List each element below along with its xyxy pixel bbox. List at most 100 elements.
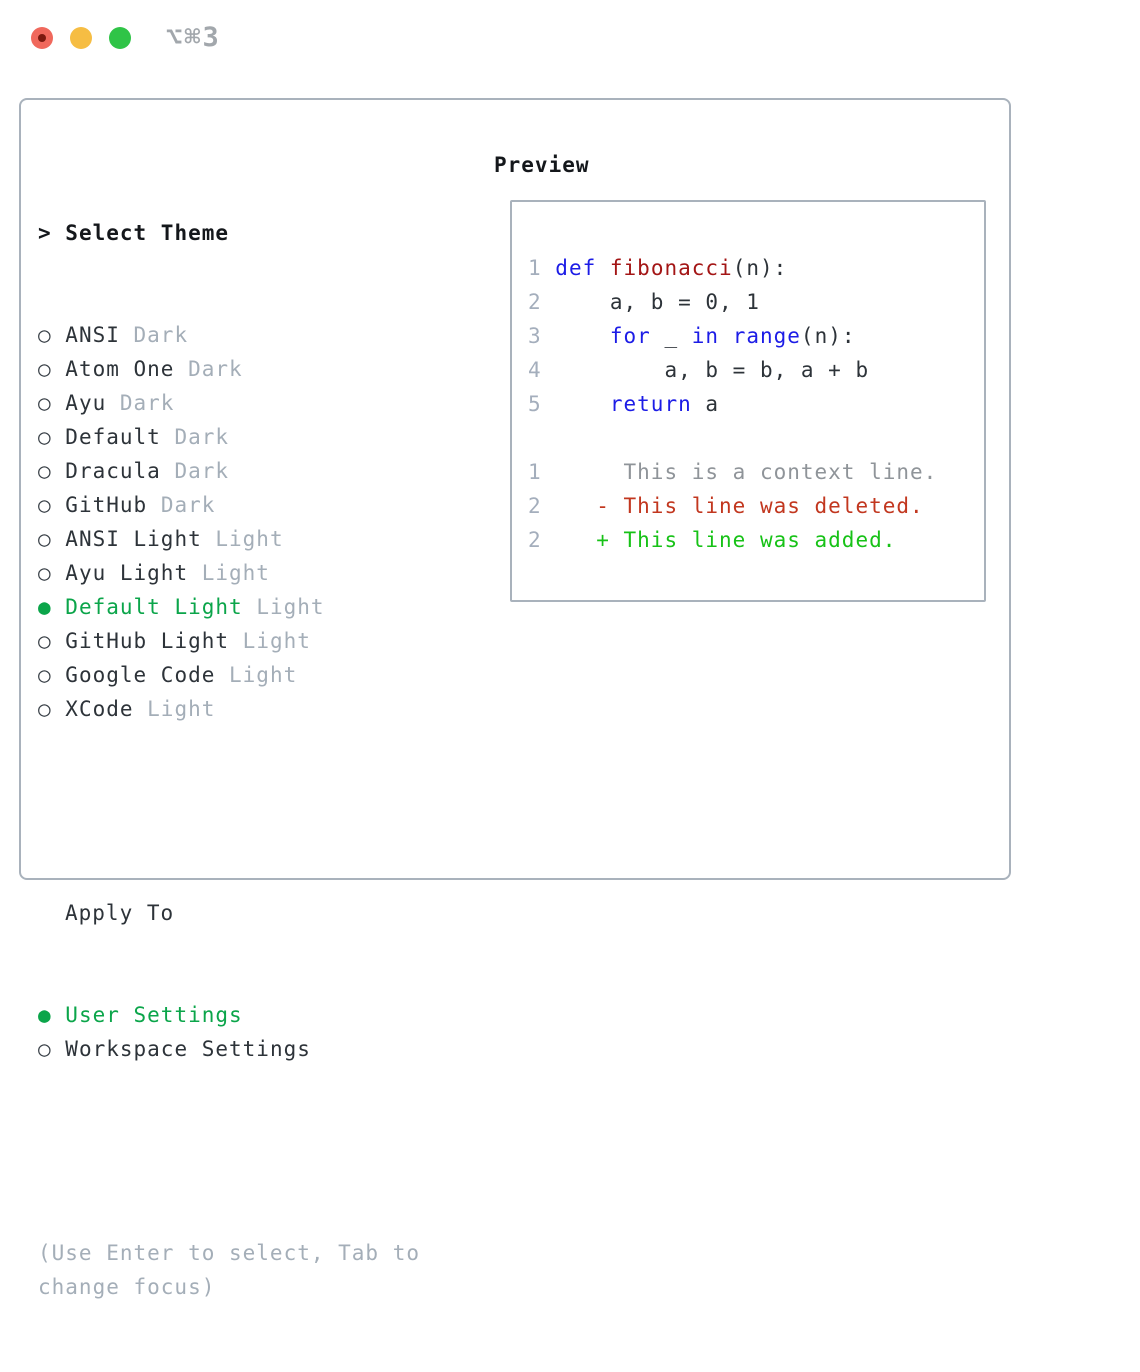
theme-option-dracula[interactable]: ○ Dracula Dark bbox=[38, 454, 420, 488]
theme-variant-tag: Light bbox=[215, 527, 284, 551]
code-line: 2 + This line was added. bbox=[528, 523, 937, 557]
theme-name: Default Light bbox=[65, 595, 257, 619]
radio-icon: ○ bbox=[38, 323, 66, 347]
theme-variant-tag: Dark bbox=[133, 323, 189, 347]
code-line: 5 return a bbox=[528, 387, 937, 421]
zoom-button[interactable] bbox=[109, 27, 131, 49]
theme-option-xcode[interactable]: ○ XCode Light bbox=[38, 692, 420, 726]
theme-option-ayu[interactable]: ○ Ayu Dark bbox=[38, 386, 420, 420]
theme-variant-tag: Dark bbox=[188, 357, 243, 381]
radio-icon: ○ bbox=[38, 357, 66, 381]
theme-name: XCode bbox=[65, 697, 148, 721]
code-token-txt: (n): bbox=[732, 256, 788, 280]
line-number: 4 bbox=[528, 358, 556, 382]
theme-name: GitHub bbox=[65, 493, 161, 517]
theme-option-github[interactable]: ○ GitHub Dark bbox=[38, 488, 420, 522]
code-token-txt: a bbox=[691, 392, 720, 416]
code-token-add: + This line was added. bbox=[555, 528, 897, 552]
radio-icon: ○ bbox=[38, 493, 66, 517]
radio-icon: ○ bbox=[38, 663, 66, 687]
apply-option-user-settings[interactable]: ● User Settings bbox=[38, 998, 420, 1032]
theme-variant-tag: Light bbox=[242, 629, 311, 653]
hint-line: (Use Enter to select, Tab to bbox=[38, 1241, 421, 1265]
code-line: 1 This is a context line. bbox=[528, 455, 937, 489]
code-token-ctx: This is a context line. bbox=[555, 460, 938, 484]
minimize-button[interactable] bbox=[70, 27, 92, 49]
theme-variant-tag: Light bbox=[201, 561, 270, 585]
hint-line: change focus) bbox=[38, 1275, 216, 1299]
radio-icon: ○ bbox=[38, 425, 66, 449]
apply-option-label: Workspace Settings bbox=[65, 1037, 311, 1061]
apply-option-label: User Settings bbox=[65, 1003, 243, 1027]
radio-icon: ○ bbox=[38, 629, 66, 653]
theme-option-google-code[interactable]: ○ Google Code Light bbox=[38, 658, 420, 692]
code-line: 3 for _ in range(n): bbox=[528, 319, 937, 353]
theme-name: Atom One bbox=[65, 357, 189, 381]
theme-variant-tag: Dark bbox=[174, 425, 230, 449]
code-token-kw: in bbox=[691, 324, 720, 348]
window-title: ⌥⌘3 bbox=[166, 22, 221, 53]
apply-to-header: Apply To bbox=[38, 896, 420, 930]
close-button[interactable] bbox=[31, 27, 53, 49]
theme-option-default[interactable]: ○ Default Dark bbox=[38, 420, 420, 454]
line-number: 2 bbox=[528, 494, 556, 518]
theme-option-ansi-light[interactable]: ○ ANSI Light Light bbox=[38, 522, 420, 556]
apply-option-workspace-settings[interactable]: ○ Workspace Settings bbox=[38, 1032, 420, 1066]
spacer bbox=[38, 794, 420, 828]
focus-caret-icon: > bbox=[38, 221, 66, 245]
select-theme-header: > Select Theme bbox=[38, 216, 420, 250]
line-number: 2 bbox=[528, 290, 556, 314]
select-theme-title: Select Theme bbox=[65, 221, 230, 245]
radio-icon: ○ bbox=[38, 527, 66, 551]
window-titlebar: ⌥⌘3 bbox=[0, 0, 1140, 76]
theme-list: ○ ANSI Dark○ Atom One Dark○ Ayu Dark○ De… bbox=[38, 318, 420, 726]
theme-variant-tag: Light bbox=[147, 697, 216, 721]
code-token-txt: a, b = 0, 1 bbox=[555, 290, 760, 314]
apply-to-list: ● User Settings○ Workspace Settings bbox=[38, 998, 420, 1066]
code-line bbox=[528, 421, 937, 455]
theme-name: Google Code bbox=[65, 663, 230, 687]
theme-variant-tag: Light bbox=[229, 663, 298, 687]
code-token-txt: (n): bbox=[800, 324, 856, 348]
theme-name: ANSI bbox=[65, 323, 134, 347]
theme-name: Dracula bbox=[65, 459, 175, 483]
code-token-del: - This line was deleted. bbox=[555, 494, 924, 518]
line-number: 2 bbox=[528, 528, 556, 552]
spacer bbox=[38, 1134, 420, 1168]
apply-to-title: Apply To bbox=[65, 901, 175, 925]
left-column: > Select Theme ○ ANSI Dark○ Atom One Dar… bbox=[38, 148, 420, 1372]
theme-name: GitHub Light bbox=[65, 629, 243, 653]
code-token-kw: range bbox=[732, 324, 801, 348]
radio-icon: ○ bbox=[38, 459, 66, 483]
code-token-fn: fibonacci bbox=[609, 256, 733, 280]
line-number: 1 bbox=[528, 256, 556, 280]
theme-name: Default bbox=[65, 425, 175, 449]
theme-option-github-light[interactable]: ○ GitHub Light Light bbox=[38, 624, 420, 658]
code-line: 2 a, b = 0, 1 bbox=[528, 285, 937, 319]
preview-title: Preview bbox=[494, 153, 590, 177]
radio-selected-icon: ● bbox=[38, 595, 66, 619]
theme-option-ansi[interactable]: ○ ANSI Dark bbox=[38, 318, 420, 352]
radio-icon: ○ bbox=[38, 1037, 66, 1061]
theme-variant-tag: Dark bbox=[160, 493, 216, 517]
line-number: 5 bbox=[528, 392, 556, 416]
keyboard-hint: (Use Enter to select, Tab to change focus… bbox=[38, 1236, 420, 1304]
radio-icon: ○ bbox=[38, 561, 66, 585]
code-token-txt bbox=[555, 392, 610, 416]
theme-name: Ayu Light bbox=[65, 561, 202, 585]
code-token-kw: return bbox=[609, 392, 692, 416]
theme-option-ayu-light[interactable]: ○ Ayu Light Light bbox=[38, 556, 420, 590]
code-line: 2 - This line was deleted. bbox=[528, 489, 937, 523]
theme-variant-tag: Dark bbox=[119, 391, 175, 415]
code-token-txt bbox=[555, 324, 610, 348]
theme-variant-tag: Light bbox=[256, 595, 325, 619]
radio-selected-icon: ● bbox=[38, 1003, 66, 1027]
code-token-txt bbox=[719, 324, 733, 348]
radio-icon: ○ bbox=[38, 391, 66, 415]
theme-option-atom-one[interactable]: ○ Atom One Dark bbox=[38, 352, 420, 386]
theme-variant-tag: Dark bbox=[174, 459, 230, 483]
theme-option-default-light[interactable]: ● Default Light Light bbox=[38, 590, 420, 624]
theme-picker-panel: > Select Theme ○ ANSI Dark○ Atom One Dar… bbox=[19, 98, 1011, 1299]
